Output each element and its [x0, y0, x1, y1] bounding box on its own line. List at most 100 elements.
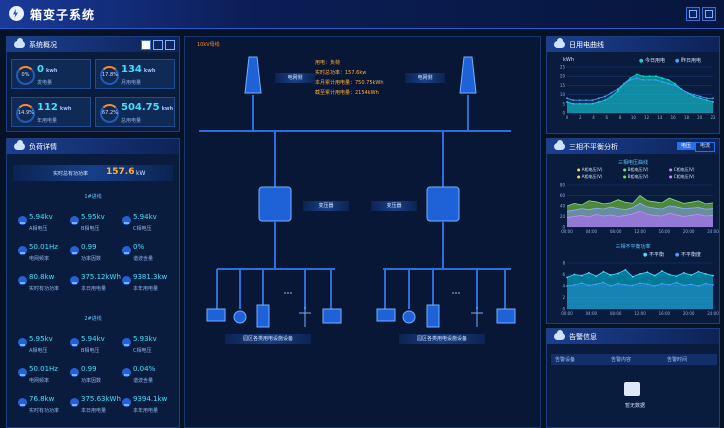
data-point	[682, 284, 685, 287]
y-tick-label: 5	[562, 101, 565, 106]
daily-usage-title: 日用电曲线	[569, 41, 604, 49]
data-point	[595, 275, 598, 278]
info-year: 截至累计用电量：2154kWh	[315, 90, 379, 96]
metric-label: 总用电量	[121, 118, 142, 124]
y-tick-label: 15	[560, 83, 566, 88]
empty-message: 暂无数据	[624, 403, 645, 409]
data-point	[595, 283, 598, 286]
metric-value: 50.01Hz	[29, 243, 58, 251]
y-tick-label: 0	[562, 307, 565, 312]
data-point	[591, 102, 594, 105]
y-tick-label: 4	[562, 284, 565, 289]
x-tick-label: 04:00	[586, 311, 598, 316]
y-tick-label: 80	[560, 183, 566, 188]
transformer-right-label: 变压器	[371, 201, 417, 211]
meter-icon	[70, 398, 79, 407]
line2-subtitle: 2#进线	[84, 316, 102, 322]
x-tick-label: 08:00	[610, 229, 622, 234]
data-point	[604, 95, 606, 98]
metric-value: 112	[37, 102, 58, 113]
tab-voltage[interactable]: 电压	[677, 142, 695, 150]
data-point	[588, 284, 590, 287]
imbalance-panel: 三相不平衡分析 电压 电流 三相电压曲线 ● A相电压(V)● B相电压(V)●…	[546, 138, 720, 324]
metric-label: 发电量	[37, 80, 53, 86]
data-point	[597, 97, 600, 100]
list-view-icon[interactable]	[153, 40, 163, 50]
data-point	[610, 95, 613, 98]
data-point	[680, 88, 683, 90]
data-point	[609, 274, 612, 276]
metric-value: 0	[37, 64, 44, 75]
metric-label: 功率因数	[81, 378, 102, 384]
imbalance-title: 三相不平衡分析	[569, 143, 618, 151]
voltage-legend: ● A相电压(V)● B相电压(V)● C相电压(V)● A相电压(V)● B相…	[577, 167, 717, 181]
data-point	[642, 75, 645, 78]
alarm-header: 告警信息	[547, 329, 719, 344]
data-point	[690, 283, 692, 286]
meter-icon	[122, 216, 131, 225]
transformer-left-label: 变压器	[303, 201, 349, 211]
x-tick-label: 08:00	[610, 311, 622, 316]
metric-label: B相电压	[81, 226, 100, 232]
metric-value: 5.94kv	[133, 213, 157, 221]
metric-label: 电网频率	[29, 256, 50, 262]
col-time: 告警时间	[667, 357, 688, 363]
cloud-icon	[14, 38, 25, 48]
data-point	[578, 99, 581, 102]
line1-subtitle: 1#进线	[84, 194, 102, 200]
x-tick-label: 0	[566, 115, 569, 120]
metric-unit: kwh	[45, 68, 58, 74]
grid-view-icon[interactable]	[141, 40, 151, 50]
data-point	[675, 275, 678, 278]
metric-value: 0.04%	[133, 365, 156, 373]
power-legend-2: ● 不平衡度	[675, 252, 701, 258]
data-point	[639, 273, 641, 275]
data-point	[661, 270, 663, 272]
x-tick-label: 8	[619, 115, 622, 120]
meter-icon	[122, 338, 131, 347]
x-tick-label: 24:00	[707, 229, 719, 234]
data-point	[661, 77, 664, 79]
meter-icon	[70, 246, 79, 255]
metric-label: A相电压	[29, 348, 48, 354]
imbalance-header: 三相不平衡分析 电压 电流	[547, 139, 719, 154]
tab-current[interactable]: 电流	[695, 142, 715, 152]
metric-label: 电网频率	[29, 378, 50, 384]
cloud-icon	[14, 140, 25, 150]
data-point	[693, 93, 695, 96]
x-tick-label: 16	[671, 115, 677, 120]
overview-title: 系统概况	[29, 41, 57, 49]
meter-icon	[18, 276, 27, 285]
data-point	[648, 75, 651, 78]
metric-value: 50.01Hz	[29, 365, 58, 373]
data-point	[591, 99, 594, 102]
settings-icon[interactable]	[165, 40, 175, 50]
fullscreen-icon[interactable]	[686, 7, 700, 21]
legend-item: ● C相电压(V)	[669, 174, 695, 179]
series-line	[566, 202, 714, 212]
progress-ring: 67.2%	[100, 104, 119, 123]
progress-ring: 14.9%	[16, 104, 35, 123]
electrical-metric: 50.01Hz 电网频率	[17, 365, 67, 389]
metric-unit: kwh	[143, 68, 156, 74]
progress-ring: 0%	[16, 66, 35, 85]
data-point	[566, 97, 568, 100]
meter-icon	[18, 216, 27, 225]
metric-value: 5.95kv	[81, 213, 105, 221]
series-line	[566, 77, 713, 101]
meter-icon	[18, 398, 27, 407]
col-device: 告警设备	[555, 357, 576, 363]
meter-icon	[18, 368, 27, 377]
data-point	[712, 101, 714, 103]
bus-voltage-label: 10kV母线	[197, 42, 220, 48]
restore-icon[interactable]	[702, 7, 716, 21]
y-tick-label: 20	[560, 214, 566, 219]
y-tick-label: 25	[560, 65, 566, 70]
